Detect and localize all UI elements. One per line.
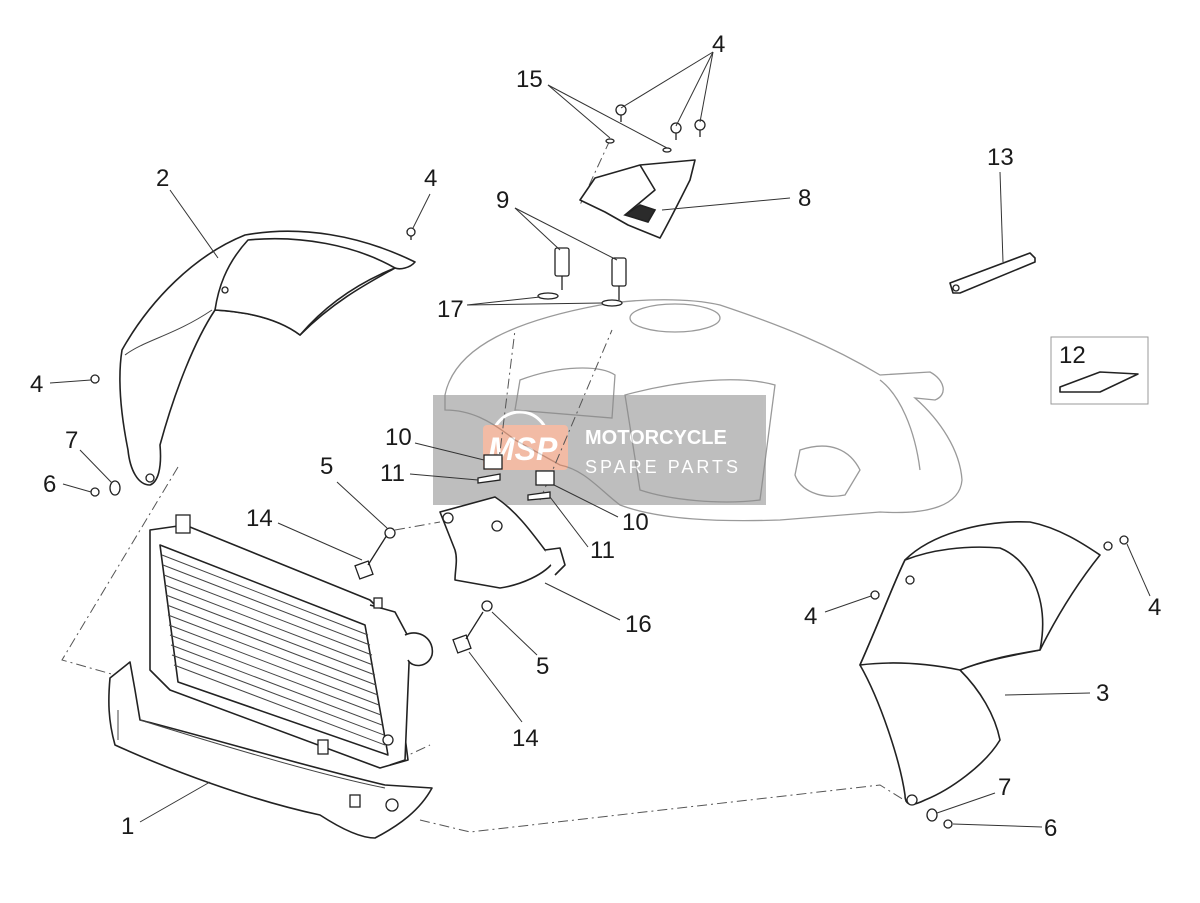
screw-4-right-a (870, 590, 880, 600)
callout-10-right: 10 (622, 509, 649, 536)
watermark-line1: MOTORCYCLE (585, 427, 727, 449)
callout-9: 9 (496, 187, 509, 214)
washer-15-b (662, 147, 672, 153)
callout-11-left: 11 (380, 460, 405, 487)
callout-6-left: 6 (43, 471, 56, 498)
upper-bracket-part-8 (579, 159, 696, 239)
screw-4-left (90, 374, 100, 384)
right-shroud-part-3 (859, 521, 1101, 806)
callout-4-left: 4 (30, 371, 43, 398)
screw-6-left (90, 487, 100, 497)
callout-12: 12 (1059, 342, 1086, 369)
washer-15-a (605, 138, 615, 144)
callout-4-left-shroud: 4 (424, 165, 437, 192)
strip-part-13 (949, 252, 1036, 294)
callout-6-right: 6 (1044, 815, 1057, 842)
watermark: MSP MOTORCYCLE SPARE PARTS (433, 395, 766, 505)
leader-lines (49, 51, 1151, 828)
washer-5-upper (384, 527, 396, 539)
radiator (149, 514, 434, 769)
washer-17-a (537, 292, 559, 300)
callout-7-left: 7 (65, 427, 78, 454)
callout-10-left: 10 (385, 424, 412, 451)
callout-4-top: 4 (712, 31, 725, 58)
radiator-fins (161, 554, 386, 746)
washer-17-b (601, 299, 623, 307)
clip-11-b (527, 491, 551, 501)
callout-8: 8 (798, 185, 811, 212)
callout-5-upper: 5 (320, 453, 333, 480)
callout-14-lower: 14 (512, 725, 539, 752)
callout-4-right-b: 4 (1148, 594, 1161, 621)
screw-4-right-b (1119, 535, 1129, 545)
callout-2: 2 (156, 165, 169, 192)
callout-7-right: 7 (998, 774, 1011, 801)
callout-3: 3 (1096, 680, 1109, 707)
callout-1: 1 (121, 813, 134, 840)
hardware (90, 104, 1129, 829)
callout-11-right: 11 (590, 537, 615, 564)
callout-15: 15 (516, 66, 543, 93)
left-shroud-part-2 (119, 230, 416, 486)
callout-14-upper: 14 (246, 505, 273, 532)
washer-7-right (926, 808, 938, 822)
screw-6-right (943, 819, 953, 829)
clip-11-a (477, 473, 501, 484)
callout-13: 13 (987, 144, 1014, 171)
callout-17: 17 (437, 296, 464, 323)
watermark-logo (483, 425, 568, 470)
screw-4-top-c (694, 119, 706, 137)
washer-5-lower (481, 600, 493, 612)
callout-labels: 4 15 13 2 4 8 9 17 12 4 10 7 5 11 6 14 1… (30, 31, 1161, 842)
watermark-line2: SPARE PARTS (585, 457, 741, 477)
grommet-10-a (483, 454, 503, 470)
bolt-14-lower (452, 611, 484, 654)
screw-4-top-a (615, 104, 627, 122)
radiator-guard-part-1 (108, 661, 433, 839)
washer-7-left (109, 480, 121, 496)
callout-4-right-a: 4 (804, 603, 817, 630)
spacer-9-b (611, 257, 627, 300)
screw-4-left-shroud (406, 227, 416, 240)
pad-part-12 (1050, 336, 1149, 405)
grommet-10-b (535, 470, 555, 486)
washer-4-right (1103, 541, 1113, 551)
bolt-14-upper (354, 534, 388, 580)
callout-16: 16 (625, 611, 652, 638)
callout-5-lower: 5 (536, 653, 549, 680)
screw-4-top-b (670, 122, 682, 140)
cover-plate-part-16 (439, 496, 566, 589)
spacer-9-a (554, 247, 570, 290)
